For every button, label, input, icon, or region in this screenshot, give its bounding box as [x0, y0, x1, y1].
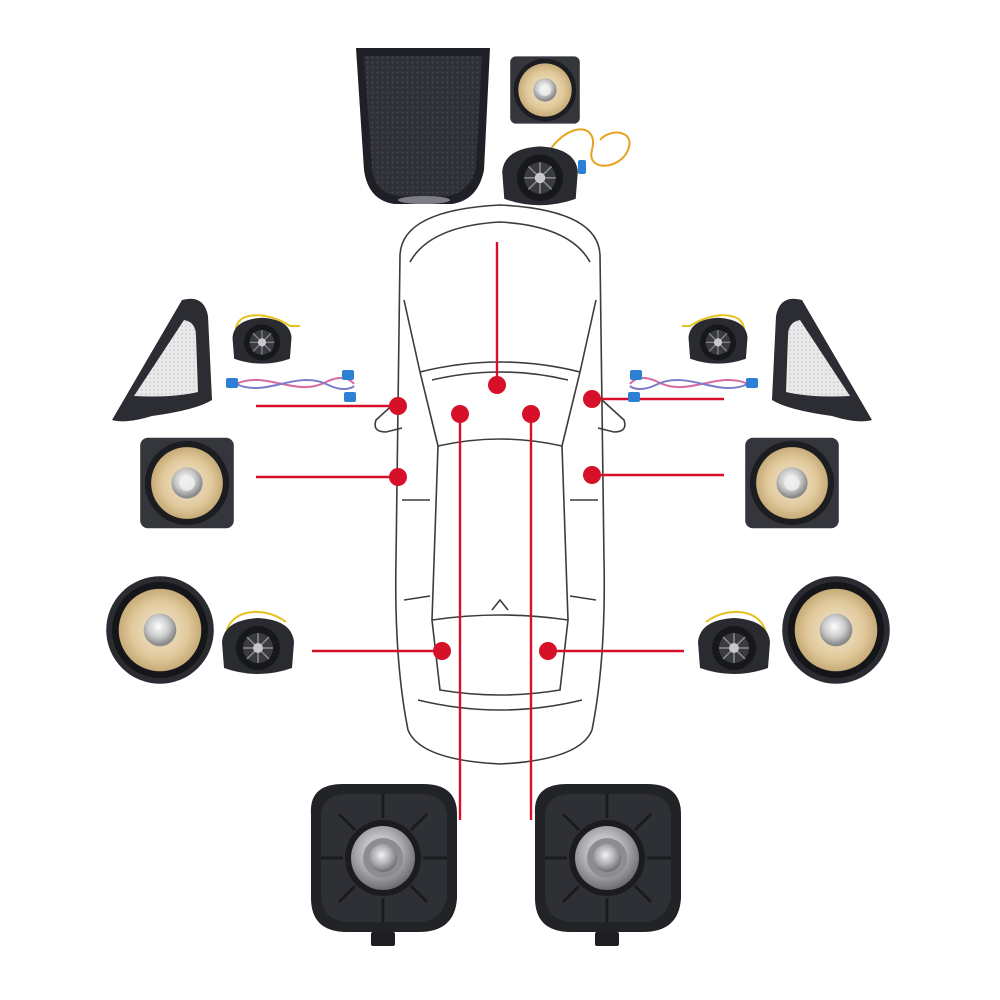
- marker-front-left-tweeter: [389, 397, 407, 415]
- marker-left-subwoofer: [451, 405, 469, 423]
- marker-right-subwoofer: [522, 405, 540, 423]
- front-right-tweeter-icon: [682, 314, 749, 365]
- front-left-harness-icon: [225, 369, 357, 403]
- tweeter-icon: [501, 128, 631, 206]
- front-left-tweeter-icon: [231, 314, 300, 365]
- midrange-speaker-icon: [510, 56, 580, 124]
- front-right-harness-icon: [627, 369, 759, 403]
- marker-front-right-tweeter: [583, 390, 601, 408]
- marker-front-right-door: [583, 466, 601, 484]
- left-underseat-subwoofer-icon: [309, 782, 459, 948]
- marker-rear-right-door: [539, 642, 557, 660]
- center-grille-icon: [356, 48, 490, 204]
- leader-lines: [256, 242, 724, 820]
- rear-right-door-speaker-icon: [782, 576, 890, 684]
- front-left-pillar-icon: [112, 298, 212, 422]
- marker-center: [488, 376, 506, 394]
- speaker-markers: [389, 376, 601, 660]
- front-left-door-speaker-icon: [140, 437, 234, 529]
- right-underseat-subwoofer-icon: [533, 782, 683, 948]
- rear-left-door-speaker-icon: [106, 576, 214, 684]
- rear-right-tweeter-icon: [697, 610, 771, 675]
- car-outline: [374, 204, 626, 765]
- marker-rear-left-door: [433, 642, 451, 660]
- front-right-pillar-icon: [772, 298, 872, 422]
- rear-left-tweeter-icon: [221, 610, 295, 675]
- marker-front-left-door: [389, 468, 407, 486]
- front-right-door-speaker-icon: [745, 437, 839, 529]
